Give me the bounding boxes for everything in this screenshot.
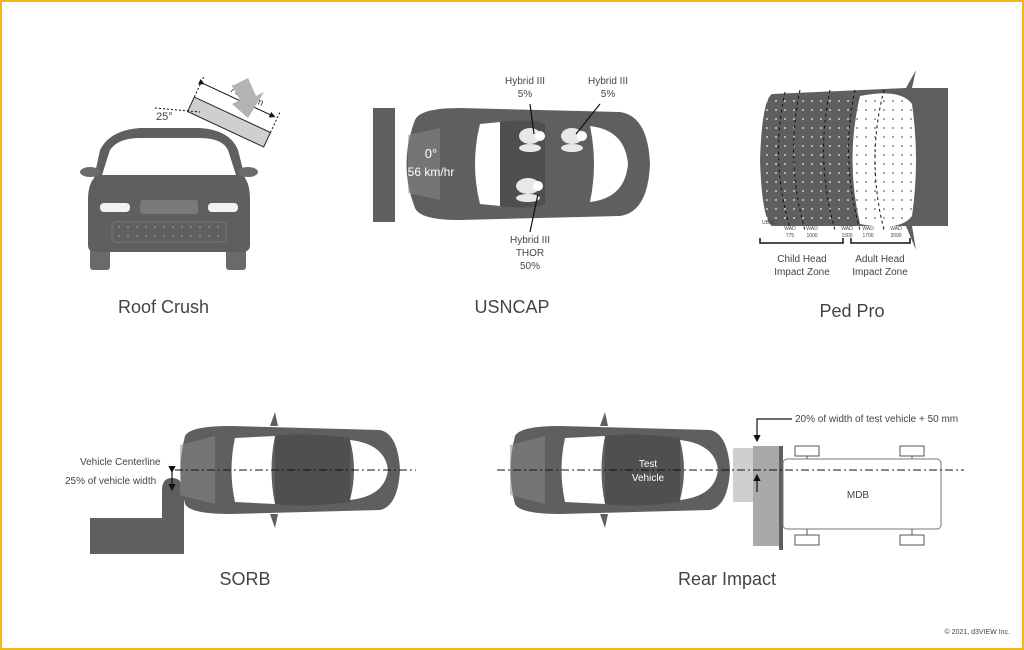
wad-1500-line1: WAD: [841, 226, 853, 232]
usncap-caption: USNCAP: [474, 297, 549, 317]
ubrl-label: UBRL: [762, 220, 776, 226]
dummy-rear-left-line2: 5%: [518, 89, 533, 100]
wad-1000-line1: WAD: [806, 226, 818, 232]
child-zone-line1: Child Head: [777, 254, 826, 265]
wad-775-line1: WAD: [784, 226, 796, 232]
adult-zone-line2: Impact Zone: [852, 267, 908, 278]
dummy-rear-right-line1: Hybrid III: [588, 76, 628, 87]
rigid-barrier: [373, 108, 395, 222]
wad-1700-line2: 1700: [862, 233, 873, 239]
test-vehicle-line2: Vehicle: [632, 473, 665, 484]
mdb-wheels: [794, 445, 925, 546]
mdb-honeycomb: [733, 448, 753, 502]
mdb-face: [753, 446, 779, 546]
sorb-offset-label: 25% of vehicle width: [65, 476, 156, 487]
test-vehicle-line1: Test: [639, 459, 658, 470]
dummy-front-icon: [516, 178, 543, 202]
dummy-rear-right-line2: 5%: [601, 89, 616, 100]
dummy-front-line1: Hybrid III: [510, 235, 550, 246]
usncap-panel: 0° 56 km/hr Hybrid III 5% Hybrid III 5% …: [373, 76, 650, 317]
child-zone-bracket: [759, 238, 844, 244]
roof-crush-caption: Roof Crush: [118, 297, 209, 317]
wad-2000-line1: WAD: [890, 226, 902, 232]
adult-zone-bracket: [850, 238, 911, 244]
mdb-body: [782, 458, 942, 530]
dummy-front-line3: 50%: [520, 261, 540, 272]
angle-label: 25°: [156, 111, 173, 123]
centerline-label: Vehicle Centerline: [80, 457, 161, 468]
wad-label-group: WAD 775 WAD 1000 WAD 1500 WAD 1700 WAD 2…: [784, 226, 902, 239]
wad-2000-line2: 2000: [890, 233, 901, 239]
car-top-view-usncap: [406, 108, 650, 220]
wad-1000-line2: 1000: [806, 233, 817, 239]
dummy-rear-left-icon: [519, 128, 545, 152]
mdb-label: MDB: [847, 490, 870, 501]
roof-crush-panel: 762 mm 25° Roof Crush: [80, 76, 281, 317]
wad-775-line2: 775: [786, 233, 795, 239]
copyright-notice: © 2021, d3VIEW Inc.: [945, 628, 1011, 636]
wad-1700-line1: WAD: [862, 226, 874, 232]
car-front-view: [80, 128, 258, 270]
sorb-panel: Vehicle Centerline 25% of vehicle width …: [65, 412, 416, 589]
adult-zone-line1: Adult Head: [855, 254, 904, 265]
sorb-caption: SORB: [219, 569, 270, 589]
dummy-rear-left-line1: Hybrid III: [505, 76, 545, 87]
child-zone-line2: Impact Zone: [774, 267, 830, 278]
rear-offset-label: 20% of width of test vehicle + 50 mm: [795, 414, 958, 425]
wad-1500-line2: 1500: [841, 233, 852, 239]
impact-speed-label: 56 km/hr: [408, 165, 455, 179]
rear-impact-caption: Rear Impact: [678, 569, 776, 589]
impact-angle-label: 0°: [425, 146, 437, 161]
rear-impact-panel: 20% of width of test vehicle + 50 mm Tes…: [497, 412, 964, 589]
force-arrow-icon: [232, 78, 264, 118]
ped-pro-caption: Ped Pro: [819, 301, 884, 321]
ped-pro-panel: UBRL WAD 775 WAD 1000 WAD 1500 WAD 1700 …: [759, 70, 948, 321]
dummy-front-line2: THOR: [516, 248, 544, 259]
sorb-pole-barrier: [90, 478, 184, 554]
